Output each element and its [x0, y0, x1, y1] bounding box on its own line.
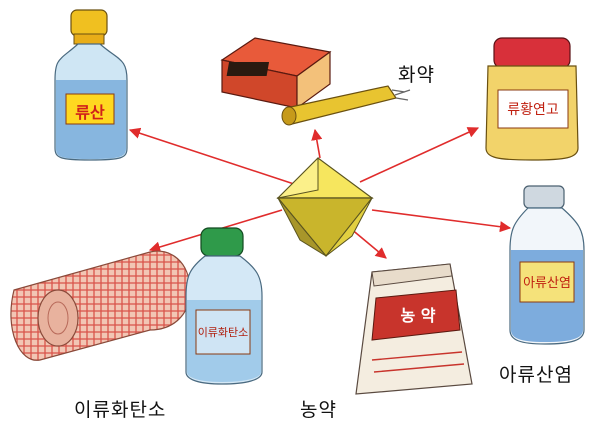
gunpowder-label: 화약	[398, 64, 435, 86]
arrow-to-sulfuric-acid	[128, 127, 298, 186]
carbon-disulfide-package-label: 이류화탄소	[197, 326, 249, 339]
sulfur-crystal	[276, 156, 374, 257]
arrow-to-sulfite	[371, 209, 512, 233]
sulfuric-acid-bottle	[54, 9, 128, 161]
pesticide-bag	[355, 263, 473, 395]
sulfite-bottle	[509, 185, 585, 345]
pesticide-label: 농약	[300, 399, 337, 421]
pesticide-package-label: 농 약	[400, 306, 436, 325]
sulfite-label: 아류산염	[499, 364, 573, 386]
arrow-to-sulfur-ointment	[359, 127, 480, 183]
sulfur-ointment-jar	[485, 37, 579, 161]
arrow-to-pesticide	[349, 227, 387, 259]
sulfur-ointment-package-label: 류황연고	[507, 102, 559, 118]
carbon-disulfide-label: 이류화탄소	[74, 399, 167, 421]
plaid-fabric-roll	[10, 250, 191, 361]
arrow-to-gunpowder	[311, 128, 323, 159]
sulfuric-acid-package-label: 류산	[75, 103, 105, 122]
sulfite-package-label: 아류산염	[523, 276, 571, 291]
carbon-disulfide-bottle	[185, 227, 263, 385]
gunpowder-items	[220, 37, 411, 126]
